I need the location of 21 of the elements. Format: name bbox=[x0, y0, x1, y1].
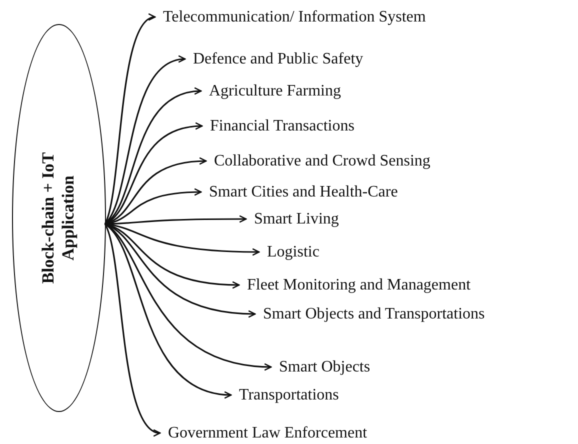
application-label: Government Law Enforcement bbox=[160, 423, 368, 443]
application-label: Fleet Monitoring and Management bbox=[239, 275, 471, 295]
application-label: Smart Objects and Transportations bbox=[255, 304, 485, 324]
application-label: Transportations bbox=[231, 385, 339, 405]
application-label: Collaborative and Crowd Sensing bbox=[206, 151, 430, 171]
application-label: Smart Objects bbox=[271, 357, 370, 377]
arrow bbox=[104, 56, 186, 224]
arrow bbox=[104, 16, 156, 224]
arrow bbox=[104, 223, 232, 398]
application-label: Defence and Public Safety bbox=[185, 49, 364, 69]
application-label: Agriculture Farming bbox=[201, 81, 341, 101]
application-label: Telecommunication/ Information System bbox=[155, 7, 426, 27]
application-label: Financial Transactions bbox=[202, 116, 354, 136]
application-label: Smart Living bbox=[246, 209, 339, 229]
application-label: Smart Cities and Health-Care bbox=[201, 182, 398, 202]
ellipse-node bbox=[12, 24, 106, 412]
arrow bbox=[104, 224, 161, 434]
arrow bbox=[104, 88, 202, 225]
application-label: Logistic bbox=[259, 242, 320, 262]
node-title: Block-chain + IoT Application bbox=[38, 151, 79, 286]
arrow bbox=[104, 223, 272, 370]
